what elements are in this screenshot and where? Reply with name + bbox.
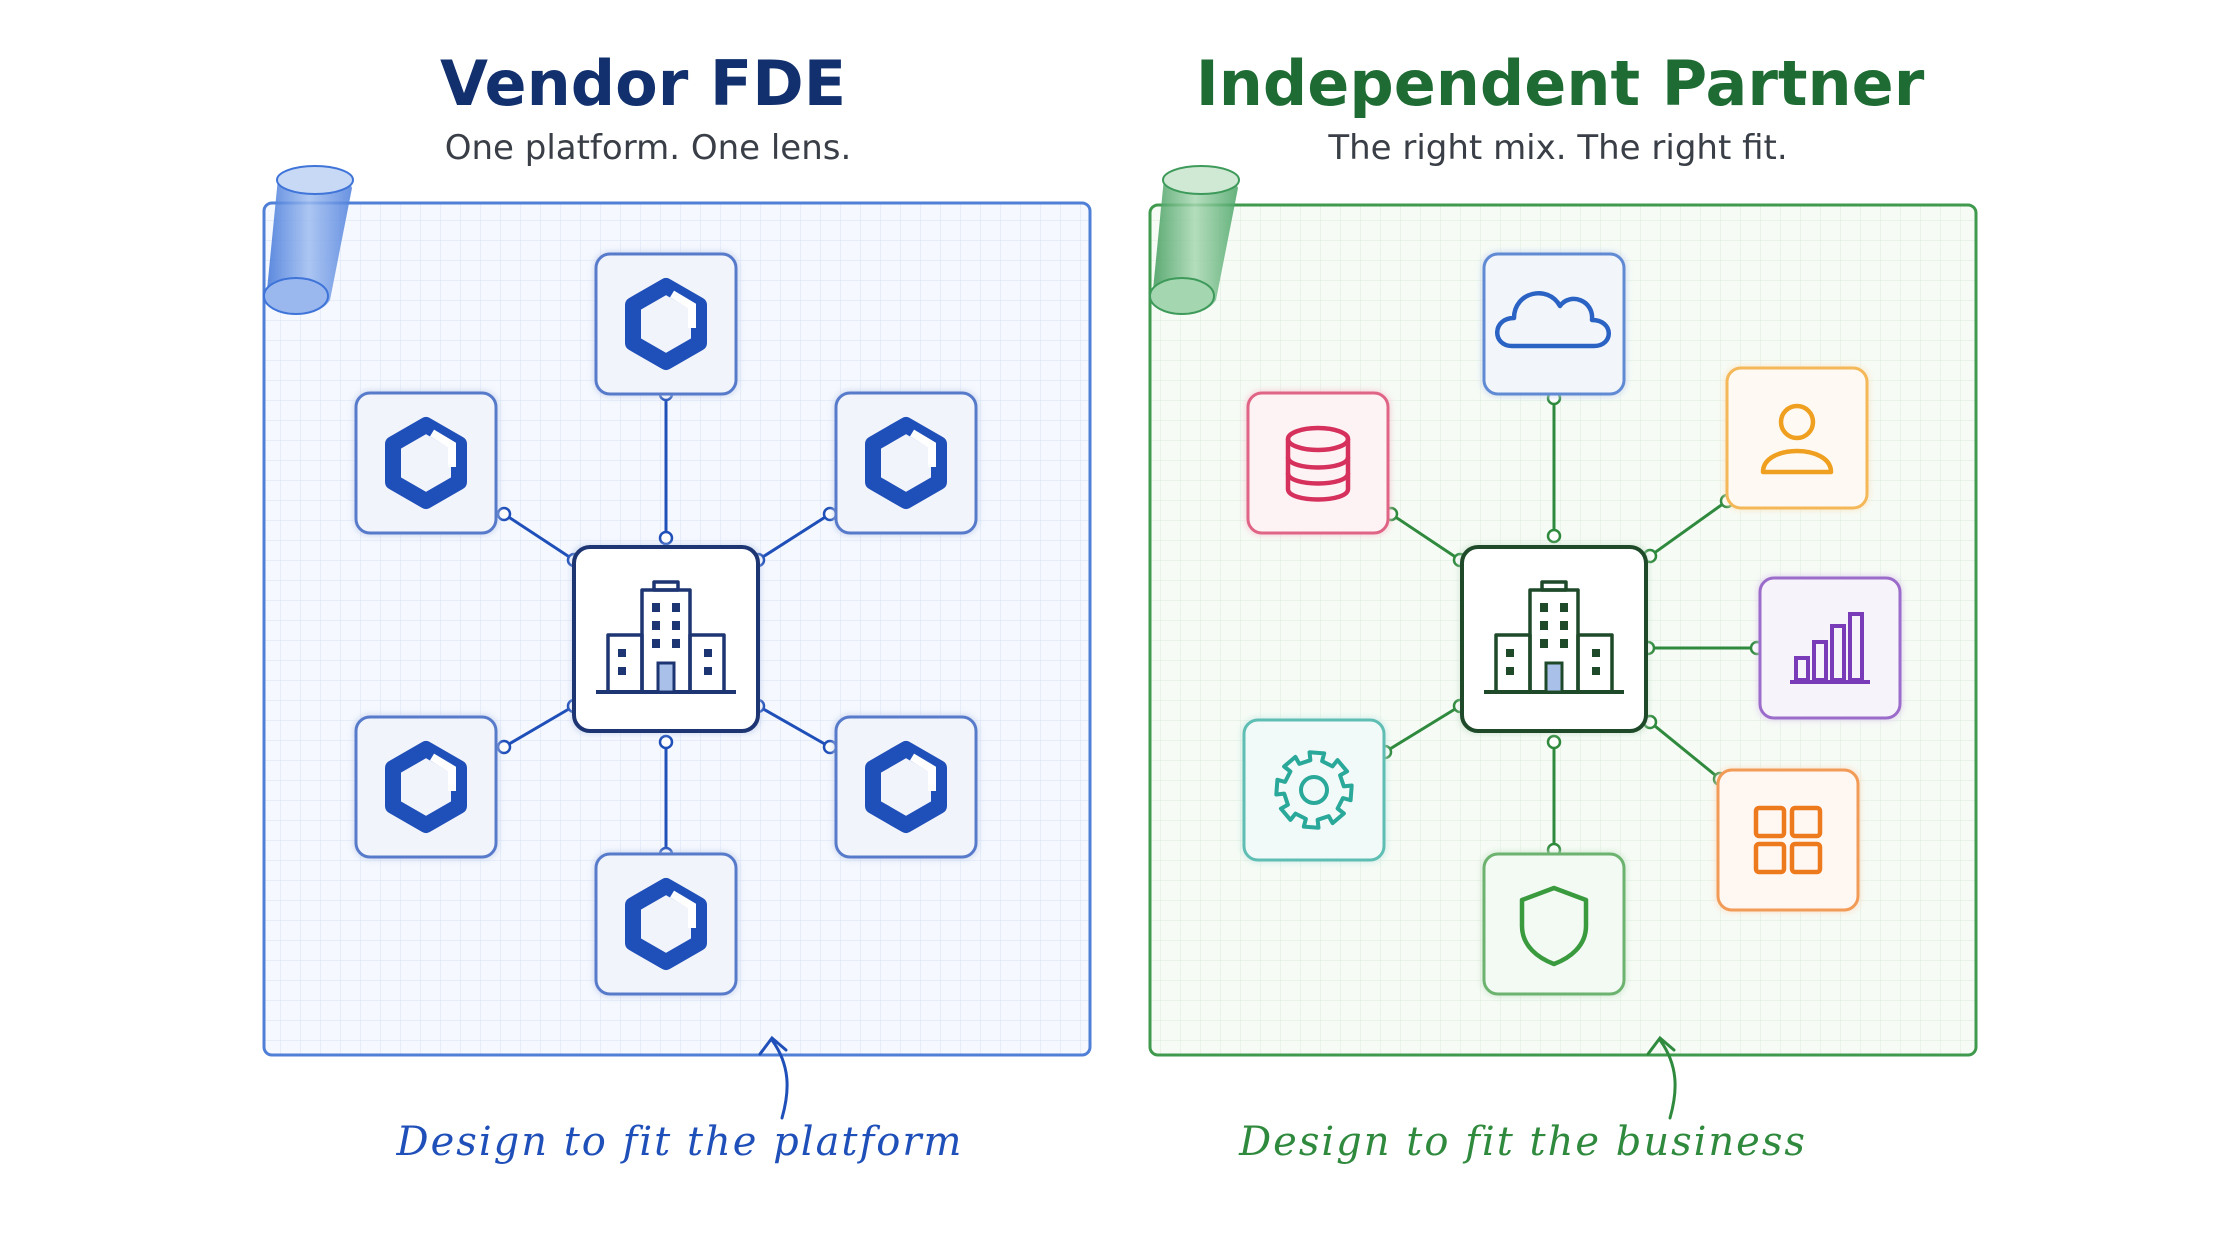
database-icon [1285, 425, 1351, 502]
right-node-6 [1481, 851, 1627, 997]
right-node-7 [1241, 717, 1387, 863]
hexagon-platform-icon [865, 417, 947, 509]
cloud-icon [1495, 290, 1611, 349]
hexagon-platform-icon [385, 417, 467, 509]
right-subtitle: The right mix. The right fit. [1328, 128, 1788, 168]
left-panel [262, 165, 1092, 1120]
hexagon-platform-icon [625, 278, 707, 370]
building-icon [596, 580, 736, 694]
right-hub-box [1459, 544, 1649, 734]
right-node-2 [1245, 390, 1391, 536]
left-node-3 [833, 390, 979, 536]
left-subtitle: One platform. One lens. [444, 128, 852, 168]
left-nodes [353, 251, 979, 997]
left-title: Vendor FDE [439, 47, 847, 120]
right-caption-arrow [1646, 1035, 1677, 1120]
left-node-4 [353, 714, 499, 860]
right-hub [1459, 544, 1649, 734]
right-scroll-curl [1149, 165, 1240, 315]
hexagon-platform-icon [865, 741, 947, 833]
left-node-6 [593, 851, 739, 997]
left-node-1 [593, 251, 739, 397]
grid-icon [1753, 805, 1823, 875]
user-icon [1760, 403, 1834, 475]
left-hub-box [571, 544, 761, 734]
shield-icon [1519, 885, 1589, 967]
right-caption: Design to fit the business [1239, 1119, 1807, 1165]
right-node-3 [1724, 365, 1870, 511]
hexagon-platform-icon [625, 878, 707, 970]
right-connector-6 [1546, 734, 1562, 858]
left-hub [571, 544, 761, 734]
left-scroll-curl [263, 165, 354, 315]
building-icon [1484, 580, 1624, 694]
right-node-4 [1757, 575, 1903, 721]
left-caption-arrow [758, 1035, 789, 1120]
bar-chart-icon [1790, 612, 1870, 684]
hexagon-platform-icon [385, 741, 467, 833]
left-node-2 [353, 390, 499, 536]
right-node-5 [1715, 767, 1861, 913]
left-node-5 [833, 714, 979, 860]
right-panel [1148, 165, 1978, 1120]
right-nodes [1241, 251, 1903, 997]
left-caption: Design to fit the platform [396, 1119, 964, 1165]
right-title: Independent Partner [1195, 47, 1925, 120]
gear-icon [1274, 750, 1354, 830]
right-node-1 [1481, 251, 1627, 397]
